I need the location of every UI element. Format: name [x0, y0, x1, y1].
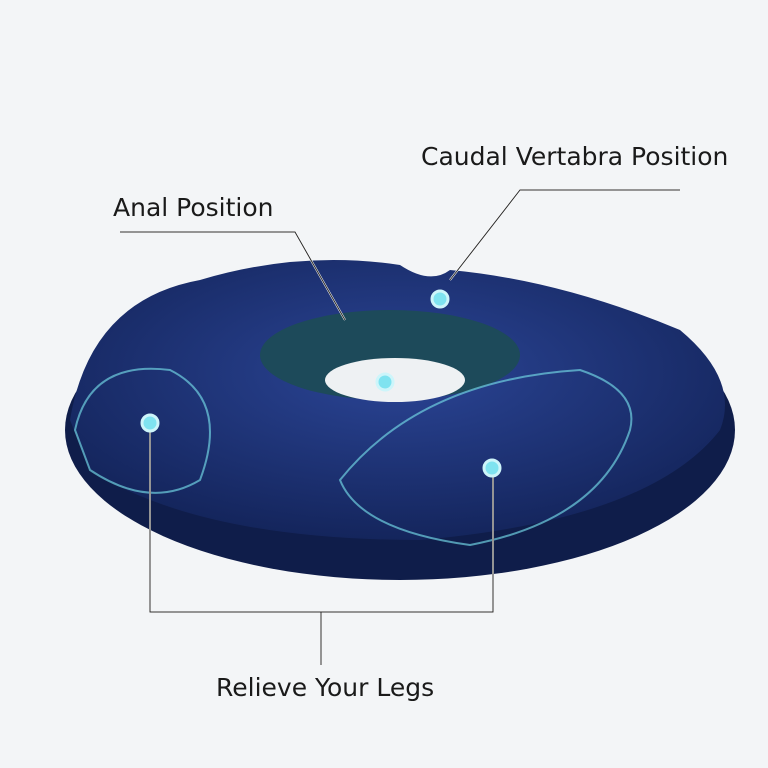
hotspot-right-leg — [482, 458, 502, 478]
hotspot-left-leg — [140, 413, 160, 433]
anal-position-label: Anal Position — [113, 193, 274, 222]
left-zone-outline — [73, 367, 211, 494]
hotspot-caudal — [430, 289, 450, 309]
caudal-vertebra-label: Caudal Vertabra Position — [421, 142, 729, 171]
hotspot-anal — [375, 372, 395, 392]
hotspot-markers — [140, 289, 502, 478]
right-zone-outline — [338, 368, 633, 547]
cushion-hole-center — [325, 358, 465, 402]
relieve-legs-label: Relieve Your Legs — [216, 673, 435, 702]
